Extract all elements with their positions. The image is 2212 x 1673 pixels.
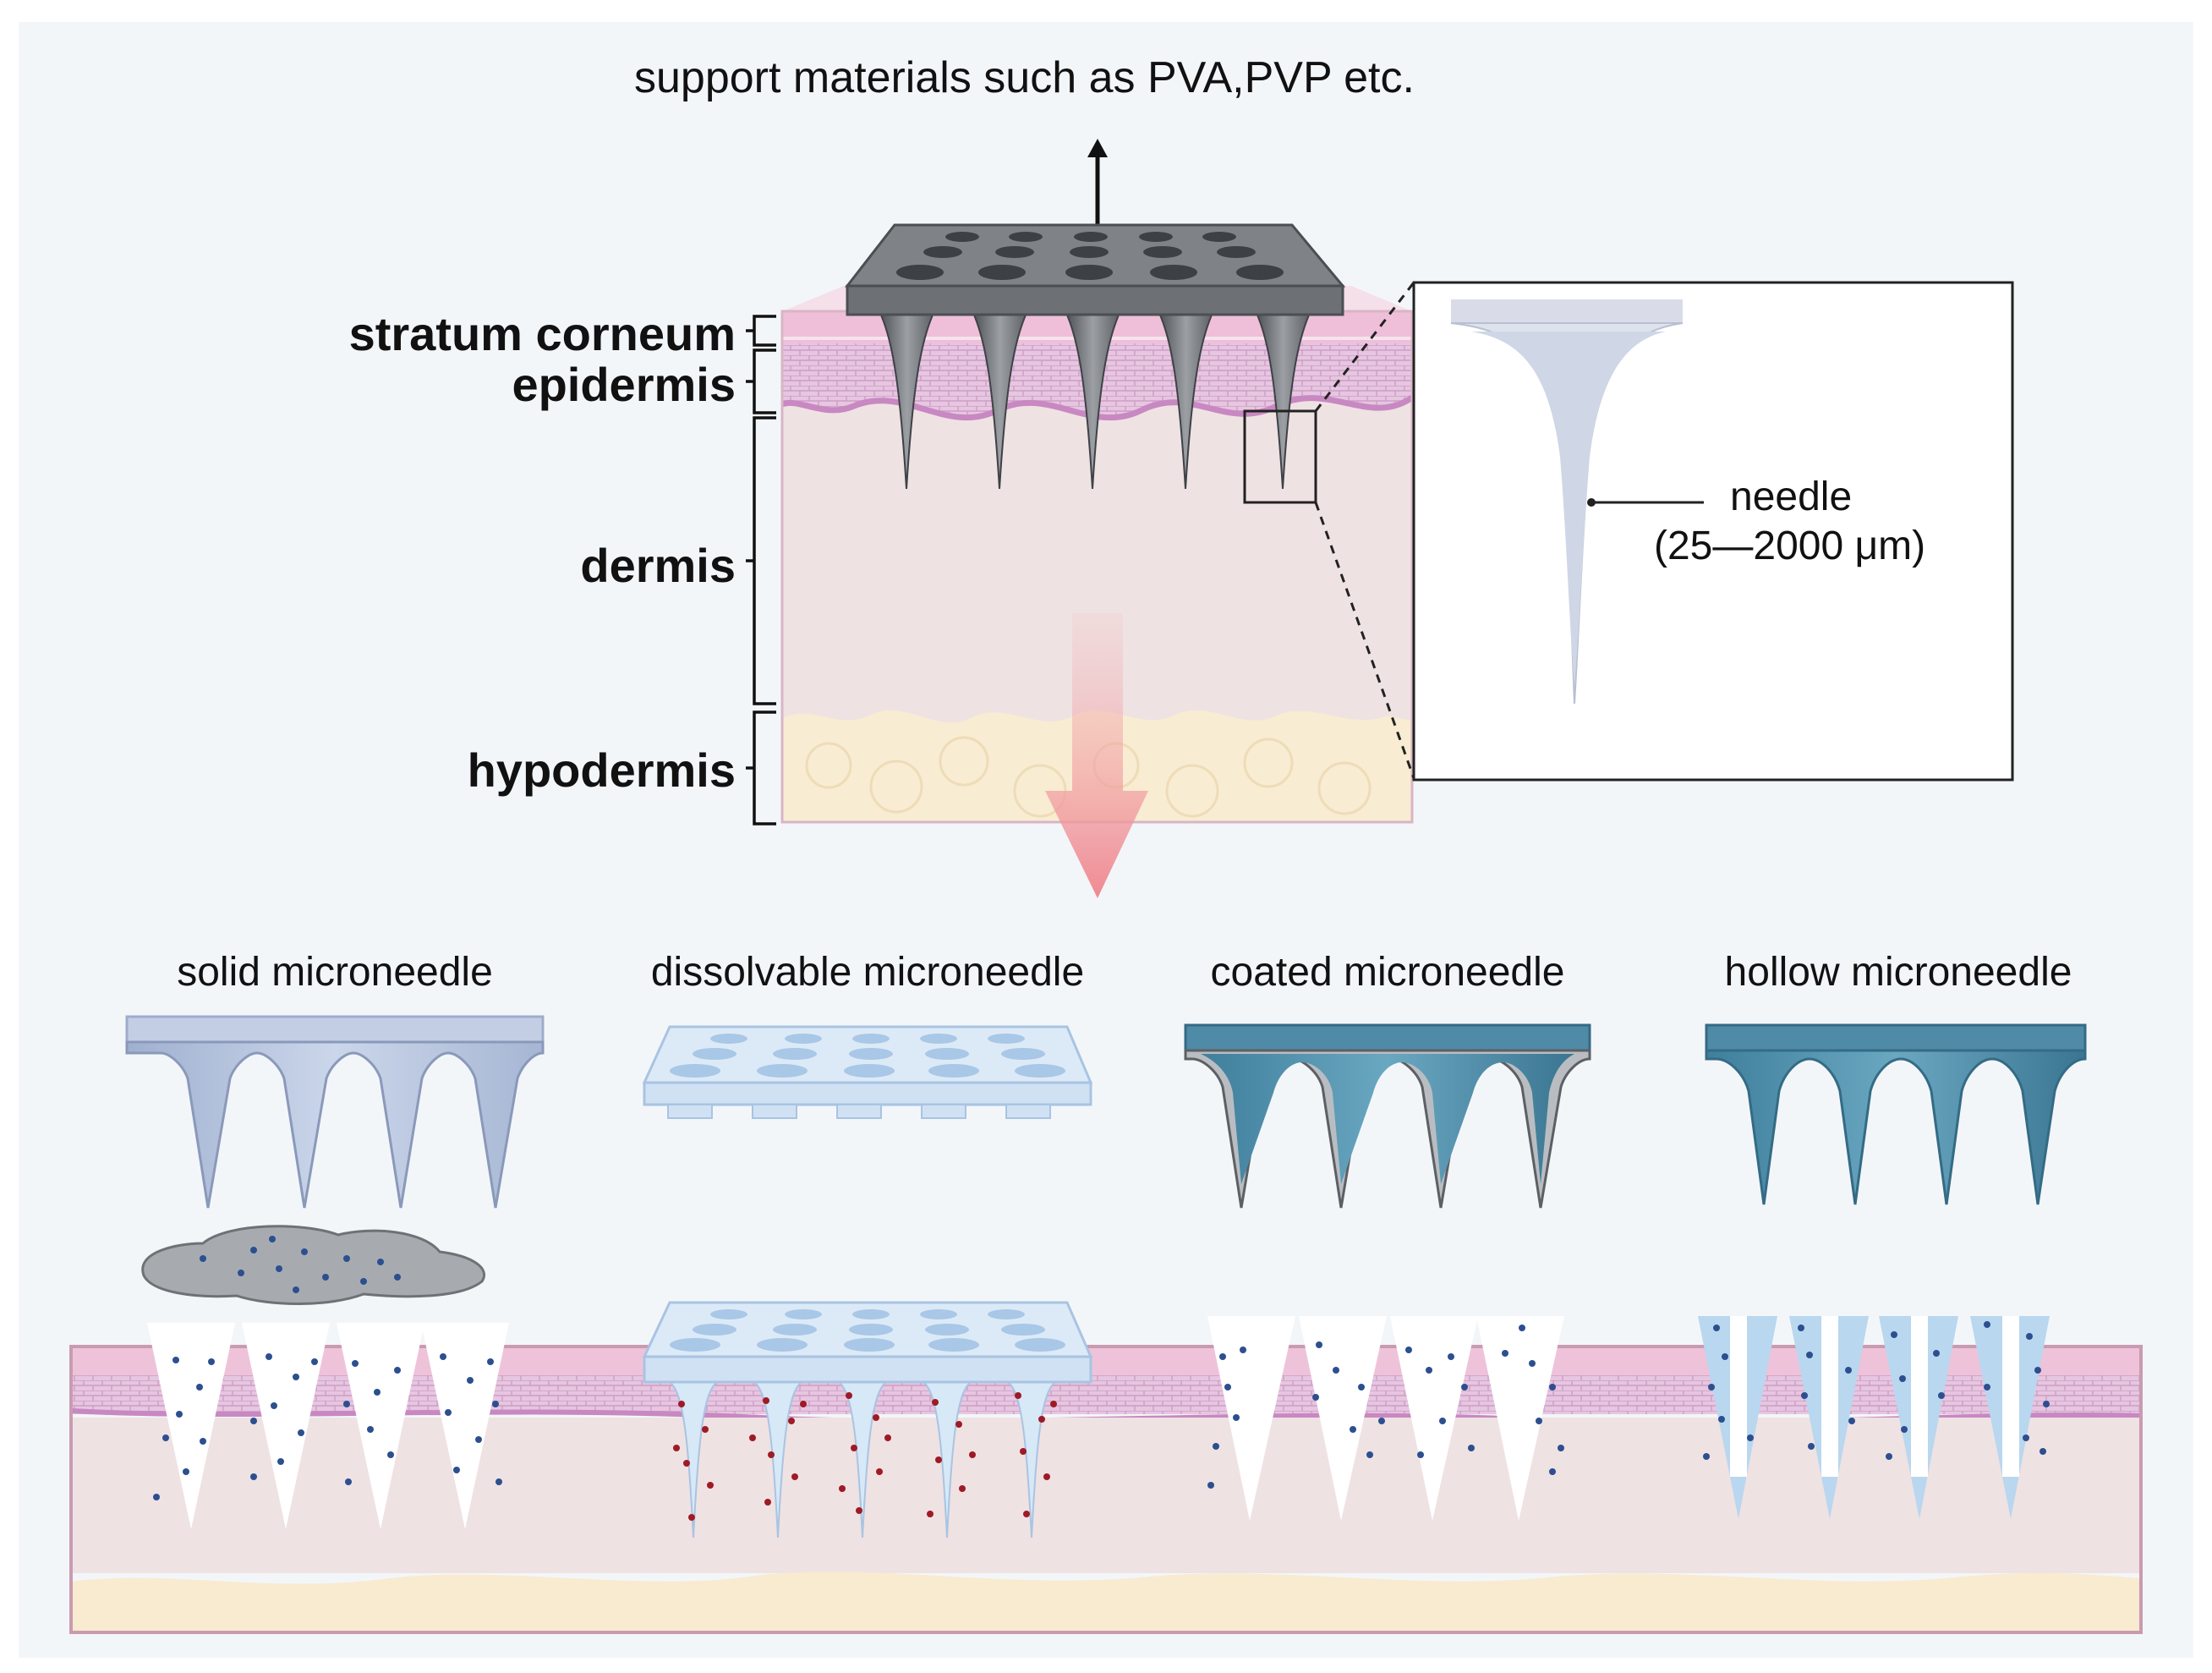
type-label-dissolvable: dissolvable microneedle: [650, 950, 1085, 995]
gray-microneedle-patch: [844, 223, 1346, 490]
zoom-box: [1243, 409, 1317, 504]
type-label-hollow: hollow microneedle: [1724, 950, 2072, 995]
needle-label: needle: [1730, 474, 1853, 519]
layer-brackets: [746, 315, 776, 826]
drug-formulation-blob: [141, 1225, 485, 1305]
solid-microneedle-holes: [147, 1323, 509, 1529]
dissolvable-patch-in-skin: [642, 1301, 1093, 1539]
layer-label-epidermis: epidermis: [512, 358, 736, 411]
needle-inset: [1412, 281, 2014, 782]
layer-label-stratum-corneum: stratum corneum: [348, 307, 736, 360]
solid-microneedle-icon: [125, 1015, 545, 1209]
dermis-layer: [782, 398, 1412, 727]
type-label-coated: coated microneedle: [1210, 950, 1565, 995]
down-arrow: [1045, 613, 1148, 898]
layer-label-hypodermis: hypodermis: [467, 743, 736, 797]
up-arrow: [1087, 139, 1108, 227]
needle-size-label: (25—2000 μm): [1654, 524, 1926, 568]
type-label-solid: solid microneedle: [177, 950, 493, 995]
support-materials-label: support materials such as PVA,PVP etc.: [634, 53, 1415, 102]
coated-microneedle-holes: [1207, 1316, 1564, 1521]
coated-microneedle-icon: [1184, 1023, 1591, 1209]
dissolvable-microneedle-icon: [642, 1025, 1093, 1119]
hollow-microneedles-in-skin: [1698, 1316, 2050, 1519]
layer-label-dermis: dermis: [580, 539, 736, 592]
hollow-microneedle-icon: [1705, 1023, 2087, 1205]
